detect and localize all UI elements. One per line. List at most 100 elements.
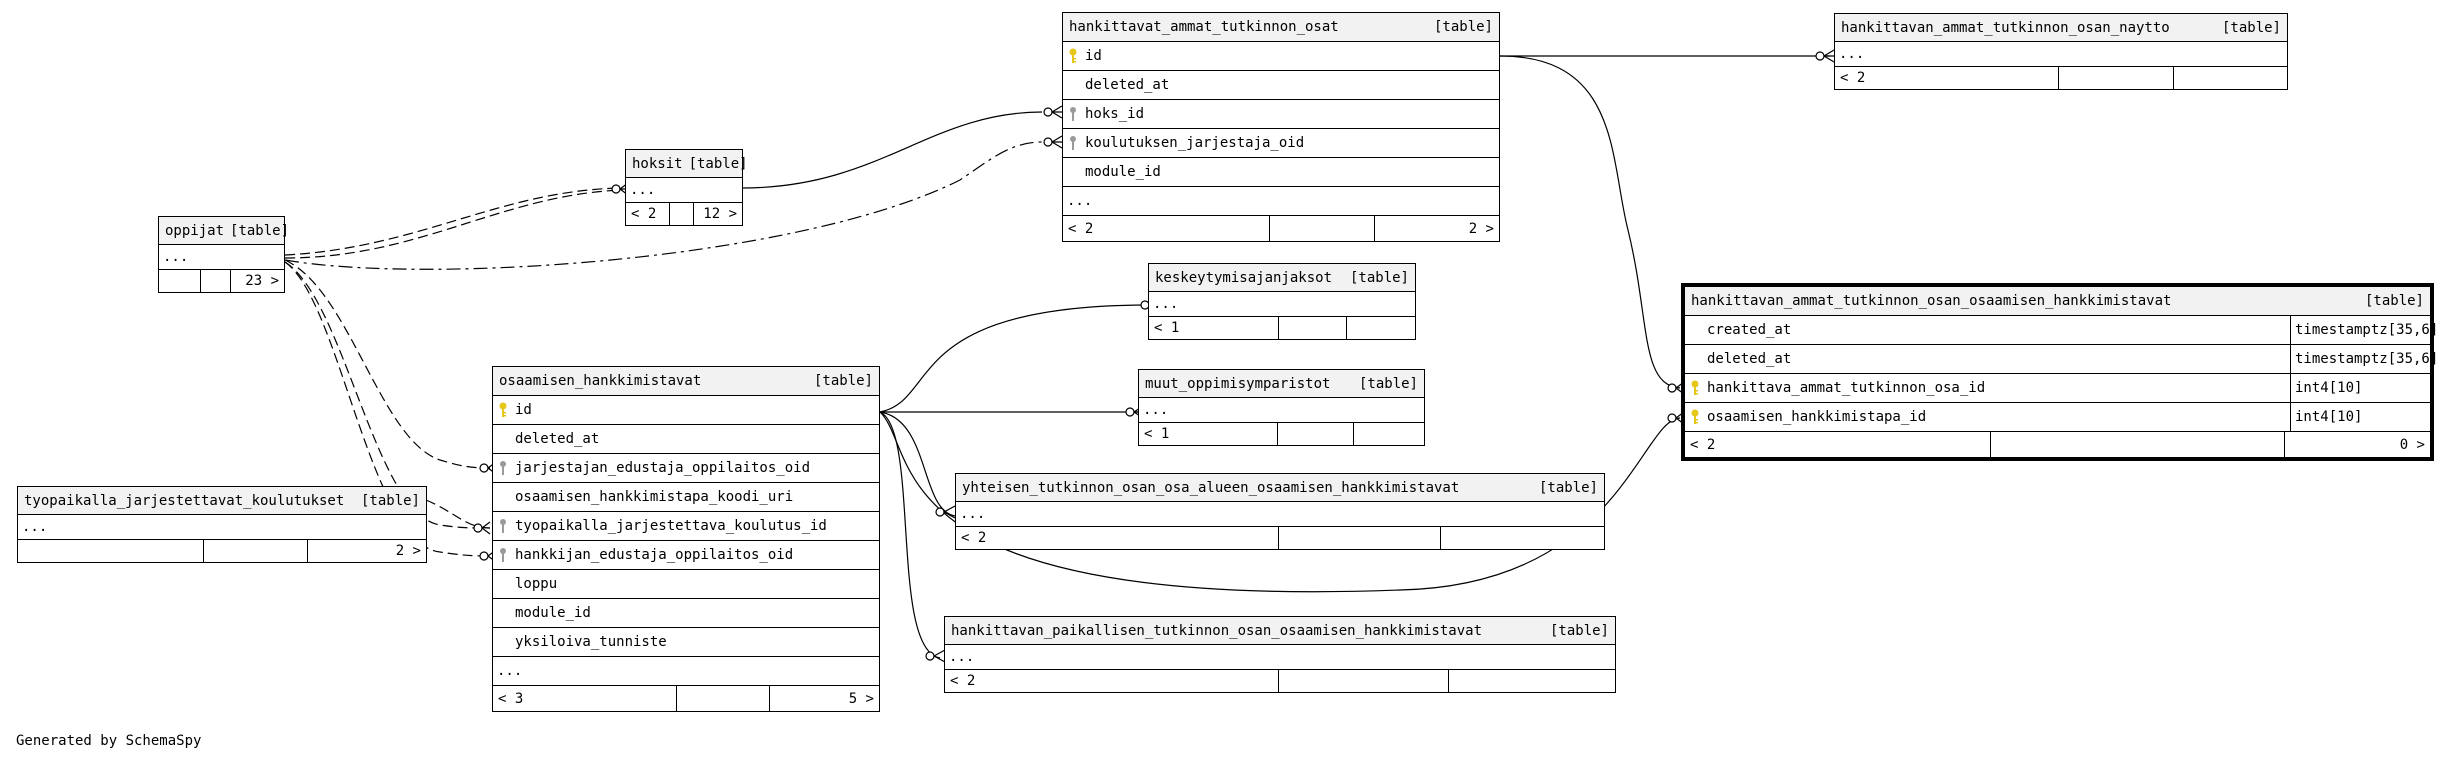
parents-count[interactable]: < 3 [493, 686, 677, 711]
children-count[interactable]: 2 > [1468, 220, 1494, 237]
parents-count[interactable]: < 2 [1685, 432, 1991, 457]
column-row[interactable]: yksiloiva_tunniste [493, 628, 879, 657]
table-header: yhteisen_tutkinnon_osan_osa_alueen_osaam… [956, 474, 1604, 502]
column-row[interactable]: deleted_at timestamptz[35,6] [1685, 345, 2438, 374]
column-row[interactable]: module_id [493, 599, 879, 628]
rows-count [1279, 317, 1347, 339]
parents-count[interactable]: < 1 [1149, 317, 1279, 339]
column-name: id [1085, 48, 1102, 64]
children-count[interactable] [1347, 317, 1415, 339]
edge-end-marker [1043, 137, 1053, 147]
table-header: keskeytymisajanjaksot [table] [1149, 264, 1415, 292]
foreign-key-icon [493, 547, 513, 563]
more-columns[interactable]: ... [493, 657, 879, 686]
column-row[interactable]: id [493, 396, 879, 425]
children-count[interactable]: 0 > [2399, 436, 2425, 453]
rows-count [1991, 432, 2285, 457]
parents-count[interactable]: < 1 [1139, 423, 1278, 445]
edge-oppijat-to-hoksit-2 [284, 189, 623, 259]
children-count[interactable]: 12 > [703, 206, 737, 222]
more-columns[interactable]: ... [956, 502, 1604, 527]
rows-count [1278, 423, 1354, 445]
parents-count[interactable]: < 2 [1835, 67, 2059, 89]
column-row[interactable]: module_id [1063, 158, 1499, 187]
table-kind: [table] [1433, 19, 1493, 35]
edge-end-marker [1125, 407, 1135, 417]
table-name: hoksit [632, 155, 683, 172]
column-name: yksiloiva_tunniste [515, 634, 667, 650]
column-name: deleted_at [515, 431, 600, 447]
children-count[interactable]: 5 > [848, 690, 874, 707]
table-hankittavan-ammat-tutkinnon-osan-osaamisen-hankkimistavat[interactable]: hankittavan_ammat_tutkinnon_osan_osaamis… [1681, 283, 2438, 461]
column-row[interactable]: hoks_id [1063, 100, 1499, 129]
table-header: muut_oppimisymparistot [table] [1139, 370, 1424, 398]
table-keskeytymisajanjaksot[interactable]: keskeytymisajanjaksot [table] ... < 1 [1148, 263, 1416, 340]
table-footer: < 2 [945, 670, 1615, 692]
table-footer: < 1 [1149, 317, 1415, 339]
children-count[interactable]: 2 > [395, 543, 421, 559]
table-muut-oppimisymparistot[interactable]: muut_oppimisymparistot [table] ... < 1 [1138, 369, 1425, 446]
children-count[interactable] [1354, 423, 1424, 445]
rows-count [1279, 670, 1449, 692]
more-columns[interactable]: ... [159, 245, 284, 270]
column-row[interactable]: osaamisen_hankkimistapa_id int4[10] [1685, 403, 2430, 432]
column-row[interactable]: loppu [493, 570, 879, 599]
parents-count[interactable]: < 2 [956, 527, 1279, 549]
rows-count [204, 540, 308, 562]
column-name: hankittava_ammat_tutkinnon_osa_id [1707, 380, 1986, 396]
column-row[interactable]: jarjestajan_edustaja_oppilaitos_oid [493, 454, 879, 483]
column-type: int4[10] [2290, 374, 2430, 402]
table-osaamisen-hankkimistavat[interactable]: osaamisen_hankkimistavat [table] id dele… [492, 366, 880, 712]
table-hankittavan-ammat-tutkinnon-osan-naytto[interactable]: hankittavan_ammat_tutkinnon_osan_naytto … [1834, 13, 2288, 90]
more-columns[interactable]: ... [1139, 398, 1424, 423]
column-row[interactable]: tyopaikalla_jarjestettava_koulutus_id [493, 512, 879, 541]
table-footer: < 2 [1835, 67, 2287, 89]
column-row[interactable]: koulutuksen_jarjestaja_oid [1063, 129, 1499, 158]
column-row[interactable]: deleted_at [493, 425, 879, 454]
table-hoksit[interactable]: hoksit [table] ... < 2 12 > [625, 149, 748, 226]
more-columns[interactable]: ... [1835, 42, 2287, 67]
column-row[interactable]: id [1063, 42, 1499, 71]
children-count[interactable] [2174, 67, 2287, 89]
table-kind: [table] [1538, 479, 1598, 496]
parents-count[interactable]: < 2 [1063, 216, 1270, 241]
children-count[interactable]: 23 > [245, 273, 279, 289]
column-row[interactable]: hankkijan_edustaja_oppilaitos_oid [493, 541, 879, 570]
more-columns[interactable]: ... [18, 515, 426, 540]
more-columns[interactable]: ... [945, 645, 1615, 670]
table-yhteisen-tutkinnon-osan-osa-alueen-osaamisen-hankkimistavat[interactable]: yhteisen_tutkinnon_osan_osa_alueen_osaam… [955, 473, 1605, 550]
table-name: keskeytymisajanjaksot [1155, 269, 1333, 286]
edge-end-marker [611, 184, 621, 194]
column-name: id [515, 402, 532, 418]
children-count[interactable] [1441, 527, 1604, 549]
column-name: module_id [1085, 164, 1161, 180]
column-type: int4[10] [2290, 403, 2430, 431]
table-tyopaikalla-jarjestettavat-koulutukset[interactable]: tyopaikalla_jarjestettavat_koulutukset [… [17, 486, 427, 563]
parents-count[interactable]: < 2 [945, 670, 1279, 692]
edge-hankittavat-to-focus [1499, 55, 1681, 389]
table-oppijat[interactable]: oppijat [table] ... 23 > [158, 216, 289, 293]
table-name: oppijat [165, 222, 225, 239]
children-count[interactable] [1449, 670, 1615, 692]
table-name: yhteisen_tutkinnon_osan_osa_alueen_osaam… [962, 479, 1460, 496]
more-columns[interactable]: ... [1149, 292, 1415, 317]
edge-tyopaikalla-to-osaamisen [425, 499, 491, 529]
column-row[interactable]: osaamisen_hankkimistapa_koodi_uri [493, 483, 879, 512]
parents-count[interactable]: < 2 [626, 203, 670, 225]
table-hankittavan-paikallisen-tutkinnon-osan-osaamisen-hankkimistavat[interactable]: hankittavan_paikallisen_tutkinnon_osan_o… [944, 616, 1616, 693]
table-kind: [table] [360, 492, 420, 509]
table-kind: [table] [1358, 375, 1418, 392]
parents-count[interactable] [159, 270, 201, 292]
column-row[interactable]: created_at timestamptz[35,6] [1685, 316, 2438, 345]
column-type: timestamptz[35,6] [2290, 316, 2438, 344]
column-name: module_id [515, 605, 591, 621]
table-footer: < 2 0 > [1685, 432, 2430, 457]
parents-count[interactable] [18, 540, 204, 562]
column-row[interactable]: deleted_at [1063, 71, 1499, 100]
crowfoot-marker [1823, 49, 1835, 63]
more-columns[interactable]: ... [1063, 187, 1499, 216]
column-row[interactable]: hankittava_ammat_tutkinnon_osa_id int4[1… [1685, 374, 2430, 403]
more-columns[interactable]: ... [626, 178, 742, 203]
column-name: tyopaikalla_jarjestettava_koulutus_id [515, 518, 827, 534]
table-hankittavat-ammat-tutkinnon-osat[interactable]: hankittavat_ammat_tutkinnon_osat [table]… [1062, 12, 1500, 242]
